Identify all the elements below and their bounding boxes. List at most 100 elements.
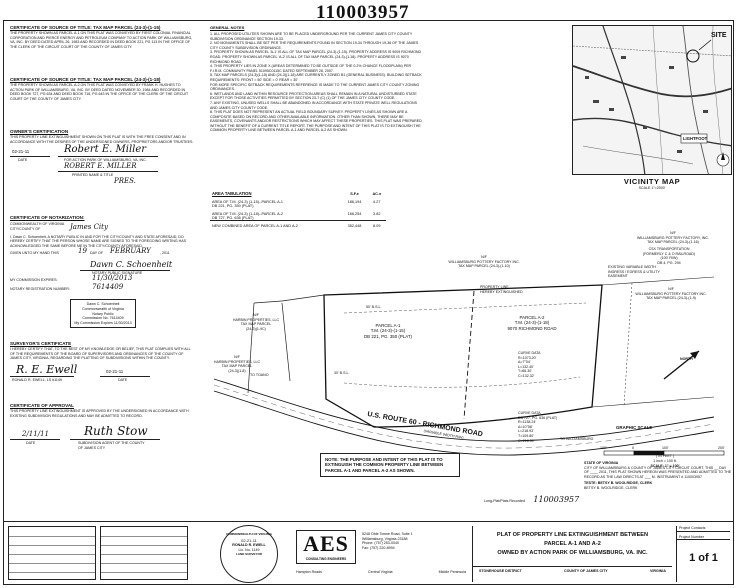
vicinity-scale: SCALE 1"=2000' bbox=[638, 186, 666, 190]
seal-line: Lic. No. 1149 bbox=[238, 547, 260, 552]
note-item: 5. TAX MAP PARCELS (24-3)(1-15) AND (24-… bbox=[210, 73, 422, 82]
vicinity-site-label: SITE bbox=[711, 32, 727, 39]
clerk-name: BETSY B. WOOLRIDGE, CLERK bbox=[584, 485, 638, 490]
notary-day-value: 19 bbox=[78, 247, 87, 256]
notary-commonwealth: COMMONWEALTH OF VIRGINIA bbox=[10, 222, 65, 226]
commission-label: MY COMMISSION EXPIRES: bbox=[10, 278, 58, 283]
seal-date: 02-21-11 bbox=[241, 537, 257, 543]
seal-line: LAND SURVEYOR bbox=[236, 552, 262, 557]
notary-stamp-line: My Commission Expires 11/30/2013 bbox=[74, 320, 132, 325]
bsl-label-2: 30' B.S.L. bbox=[334, 371, 350, 375]
notary-sig-label: NOTARY PUBLIC SIGNATURE bbox=[92, 271, 143, 276]
north-arrow bbox=[663, 350, 700, 380]
adjoiner-west2: N/F HARBIN PROPERTIES, LLC TAX MAP PARCE… bbox=[213, 355, 261, 373]
owners-title-value: PRES. bbox=[114, 177, 136, 186]
railroad-label: CSX TRANSPORTATION (FORMERLY C & O RAILR… bbox=[642, 247, 696, 265]
scale-tick: 100' bbox=[600, 446, 607, 451]
cert-source-a1-text: THE PROPERTY SHOWN AS PARCEL A-1 ON THIS… bbox=[10, 31, 193, 49]
note-item: 6. WETLANDS AND LAND WITHIN RESOURCE PRO… bbox=[210, 91, 417, 101]
owners-printed-label: PRINTED NAME & TITLE bbox=[72, 173, 114, 178]
table-row: AREA OF T.M. (24-3) (1-18)--PARCEL A-2 1… bbox=[210, 208, 386, 216]
table-row: NEW COMBINED AREA OF PARCEL A-1 AND A-2 … bbox=[210, 220, 386, 228]
note-item: 7. ANY EXISTING, UNUSED WELLS SHALL BE A… bbox=[210, 100, 418, 110]
curve-data-2: CURVE DATA DB 727, PG. 636 (PLAT) R=1138… bbox=[518, 411, 558, 443]
notary-month-value: FEBRUARY bbox=[110, 247, 151, 256]
firm-sub: CONSULTING ENGINEERS bbox=[305, 557, 347, 561]
recording-note: Long-Plat/Plats Recorded bbox=[484, 499, 525, 503]
scale-tick: 0 bbox=[632, 446, 634, 451]
surveyor-signature: R. E. Ewell bbox=[16, 362, 78, 376]
notary-given-label: GIVEN UNTO MY HAND THIS bbox=[10, 251, 59, 256]
approval-cert: CERTIFICATE OF APPROVAL THIS PROPERTY LI… bbox=[10, 403, 194, 456]
notary-stamp-line: Commonwealth of Virginia bbox=[82, 306, 124, 311]
clerk-state: STATE OF VIRGINIA bbox=[584, 461, 619, 465]
approval-signature: Ruth Stow bbox=[84, 424, 148, 439]
adjoiner-east: N/F WILLIAMSBURG POTTERY FACTORY, INC. T… bbox=[637, 231, 709, 245]
plat-title: PLAT OF PROPERTY LINE EXTINGUISHMENT BET… bbox=[496, 532, 649, 538]
clerk-text: CITY OF WILLIAMSBURG & COUNTY OF JAMES C… bbox=[584, 465, 732, 479]
owners-cert-title: OWNER'S CERTIFICATION bbox=[10, 129, 69, 134]
approval-date-label: DATE bbox=[26, 441, 36, 446]
surveyor-cert: SURVEYOR'S CERTIFICATE I HEREBY CERTIFY … bbox=[10, 341, 194, 385]
firm-address: 5248 Olde Towne Road, Suite 1 Williamsbu… bbox=[362, 532, 413, 550]
revision-box bbox=[8, 526, 96, 580]
area-row-sub: DB 727, PG. 636 (PLAT) bbox=[212, 216, 254, 220]
note-item: 4. THIS PROPERTY LIES IN ZONE X (AREAS D… bbox=[210, 64, 412, 73]
table-row: AREA OF T.M. (24-3) (1-15)--PARCEL A-1 1… bbox=[210, 196, 386, 204]
area-row-sf: 352,448 bbox=[347, 224, 362, 228]
firm-block: AES CONSULTING ENGINEERS 5248 Olde Towne… bbox=[296, 526, 466, 582]
notary-signature: Dawn C. Schoenheit bbox=[90, 260, 173, 270]
vicinity-caption: VICINITY MAP SCALE 1"=2000' bbox=[572, 177, 732, 191]
plat-title-2: PARCEL A-1 AND A-2 bbox=[544, 541, 601, 547]
note-item: 3. PROPERTY SHOWN AS PARCEL 'A-1' IS ALL… bbox=[210, 50, 422, 64]
clerk-teste: TESTE: BETSY B. WOOLRIDGE, CLERK bbox=[584, 481, 653, 486]
property-line-label: PROPERTY LINE HEREBY EXTINGUISHED bbox=[480, 285, 523, 294]
area-row-ac: 3.82 bbox=[373, 212, 381, 216]
approval-agent-label: SUBDIVISION AGENT OF THE COUNTY OF JAMES… bbox=[78, 441, 145, 450]
note-item: FOR MORE SPECIFIC SETBACK REQUIREMENTS R… bbox=[210, 82, 420, 92]
to-williamsburg-label: TO WILLIAMSBURG bbox=[560, 437, 594, 441]
notary-stamp-line: Commission No. 7614409 bbox=[82, 316, 124, 321]
cert-source-a1-title: CERTIFICATE OF SOURCE OF TITLE: TAX MAP … bbox=[10, 25, 161, 30]
firm-office: Central Virginia bbox=[368, 570, 393, 574]
owners-for-label: FOR ACTION PARK OF WILLIAMSBURG, VA, INC… bbox=[64, 158, 147, 163]
note-item: 2. NO MONUMENTS SHALL BE SET PER THE REQ… bbox=[210, 41, 419, 50]
owners-cert: OWNER'S CERTIFICATION THIS PROPERTY LINE… bbox=[10, 129, 194, 186]
firm-office: Middle Peninsula bbox=[438, 570, 466, 574]
title-block: COMMONWEALTH OF VIRGINIA 02-21-11 RONALD… bbox=[4, 521, 733, 584]
surveyor-name-label: RONALD R. EWELL, LS #1149 bbox=[12, 377, 62, 382]
surveyor-text: I HEREBY CERTIFY THAT, TO THE BEST OF MY… bbox=[10, 347, 191, 361]
notary-cert: CERTIFICATE OF NOTARIZATION: COMMONWEALT… bbox=[10, 215, 194, 329]
notary-text: I, Dawn C. Schoenheit, A NOTARY PUBLIC I… bbox=[10, 234, 187, 248]
notary-title: CERTIFICATE OF NOTARIZATION: bbox=[10, 215, 85, 220]
area-row-sf: 186,194 bbox=[347, 200, 362, 204]
existing-variable-label: EXISTING VARIABLE WIDTH INGRESS / EGRESS… bbox=[608, 265, 660, 279]
purpose-note: NOTE: THE PURPOSE AND INTENT OF THIS PLA… bbox=[320, 453, 460, 478]
area-row-ac: 8.09 bbox=[373, 224, 381, 228]
notary-day-of: DAY OF bbox=[90, 251, 104, 256]
scale-tick: 200' bbox=[718, 446, 725, 451]
area-row-ac: 4.27 bbox=[373, 200, 381, 204]
firm-name: AES bbox=[303, 531, 349, 556]
parcel-a2-label: PARCEL A-2 T.M. (24-3)-(1-18) 9070 RICHM… bbox=[507, 315, 557, 331]
adjoiner-north: N/F WILLIAMSBURG POTTERY FACTORY INC. TA… bbox=[448, 255, 520, 269]
area-row-sub: DB 221, PG. 350 (PLAT) bbox=[212, 204, 254, 208]
approval-title: CERTIFICATE OF APPROVAL bbox=[10, 403, 74, 408]
owners-date-value: 02-21-11 bbox=[12, 149, 30, 155]
graphic-scale-title: GRAPHIC SCALE bbox=[616, 425, 653, 430]
notary-county-label: CITY/COUNTY OF bbox=[10, 226, 41, 231]
cert-source-a2-text: THE PROPERTY SHOWN AS PARCEL A-2 ON THIS… bbox=[10, 83, 189, 101]
note-item: 1. ALL PROPOSED UTILITIES SHOWN ARE TO B… bbox=[210, 32, 413, 41]
commission-value: 11/30/2013 bbox=[92, 274, 133, 283]
cert-source-a1: CERTIFICATE OF SOURCE OF TITLE: TAX MAP … bbox=[10, 25, 194, 49]
scale-note: ( IN FEET ) 1 inch = 100 ft. bbox=[653, 454, 677, 463]
approval-text: THIS PROPERTY LINE EXTINGUISHMENT IS APP… bbox=[10, 409, 189, 418]
cert-source-a2: CERTIFICATE OF SOURCE OF TITLE: TAX MAP … bbox=[10, 77, 194, 101]
recording-stamp: Long-Plat/Plats Recorded 110003957 bbox=[484, 489, 584, 507]
area-col-sf: S.F.± bbox=[350, 191, 359, 196]
plat-title-block: PLAT OF PROPERTY LINE EXTINGUISHMENT BET… bbox=[472, 526, 672, 582]
surveyor-date-label: DATE bbox=[118, 377, 128, 382]
left-column: CERTIFICATE OF SOURCE OF TITLE: TAX MAP … bbox=[10, 25, 194, 525]
seal-line: COMMONWEALTH OF VIRGINIA bbox=[226, 532, 272, 536]
area-row-sf: 166,254 bbox=[347, 212, 362, 216]
